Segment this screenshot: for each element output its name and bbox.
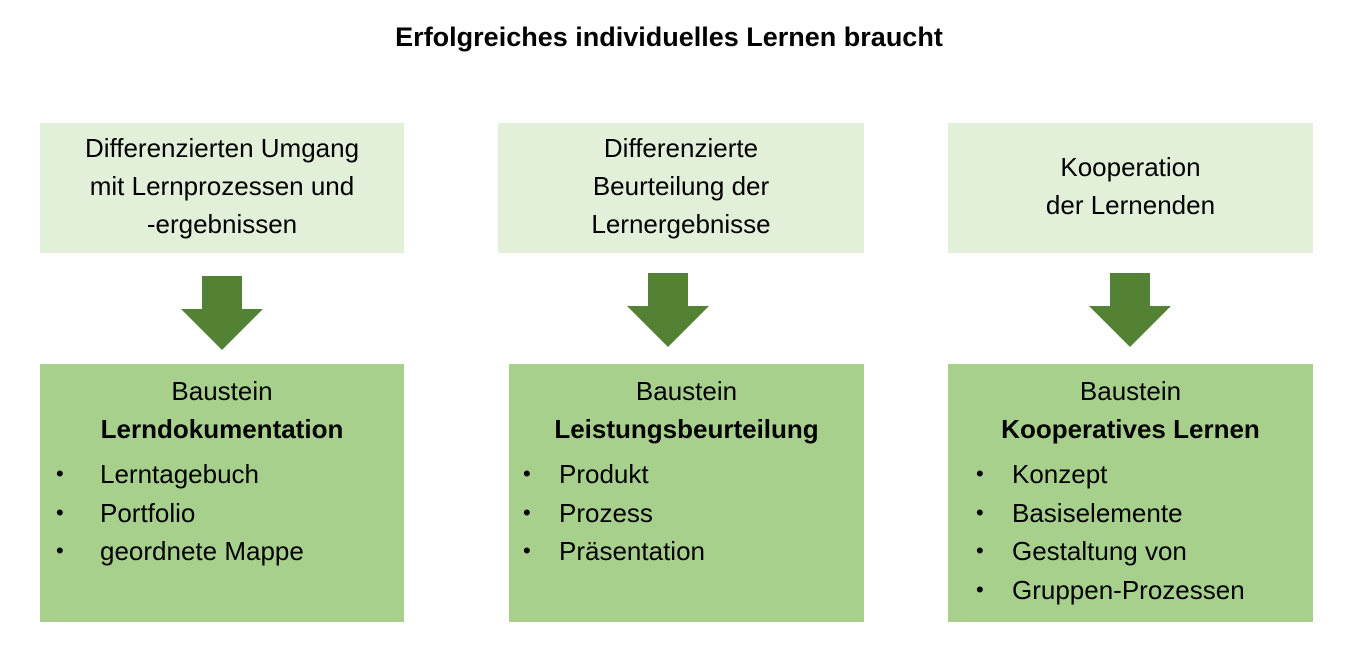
bullet-icon: •: [976, 576, 984, 602]
building-block-box-3: Baustein Kooperatives Lernen •Konzept •B…: [948, 364, 1313, 622]
bullet-icon: •: [523, 499, 531, 525]
block-list-3: •Konzept •Basiselemente •Gestaltung von …: [948, 455, 1313, 609]
block-name-1: Lerndokumentation: [100, 414, 344, 444]
bullet-icon: •: [976, 499, 984, 525]
list-item: •Konzept: [948, 455, 1313, 494]
bullet-icon: •: [523, 461, 531, 486]
list-item: •Produkt: [509, 455, 864, 494]
requirement-text-2: Differenzierte Beurteilung der Lernergeb…: [591, 133, 771, 239]
list-item: •Gestaltung von: [948, 532, 1313, 571]
list-item: •Gruppen-Prozessen: [948, 571, 1313, 610]
bullet-icon: •: [56, 538, 64, 563]
bullet-icon: •: [56, 499, 64, 525]
block-list-2: •Produkt •Prozess •Präsentation: [509, 455, 864, 571]
list-item: •Präsentation: [509, 532, 864, 571]
block-label-1: Baustein: [171, 376, 273, 406]
block-label-2: Baustein: [635, 376, 738, 406]
diagram-title: Erfolgreiches individuelles Lernen brauc…: [395, 22, 943, 52]
list-item: •geordnete Mappe: [40, 532, 404, 571]
bullet-icon: •: [56, 461, 64, 486]
block-name-3: Kooperatives Lernen: [1001, 414, 1260, 444]
requirement-box-3: Kooperation der Lernenden: [948, 123, 1313, 253]
down-arrow-icon-1: [181, 276, 263, 350]
block-list-1: •Lerntagebuch •Portfolio •geordnete Mapp…: [40, 455, 404, 571]
requirement-box-1: Differenzierten Umgang mit Lernprozessen…: [40, 123, 404, 253]
block-name-2: Leistungsbeurteilung: [554, 414, 819, 444]
list-item: •Basiselemente: [948, 494, 1313, 533]
bullet-icon: •: [523, 538, 531, 563]
building-block-box-1: Baustein Lerndokumentation •Lerntagebuch…: [40, 364, 404, 622]
list-item: •Prozess: [509, 494, 864, 533]
bullet-icon: •: [976, 461, 984, 486]
list-item: •Portfolio: [40, 494, 404, 533]
down-arrow-icon-3: [1089, 273, 1171, 347]
block-label-3: Baustein: [1079, 376, 1182, 406]
down-arrow-icon-2: [627, 273, 709, 347]
list-item: •Lerntagebuch: [40, 455, 404, 494]
requirement-box-2: Differenzierte Beurteilung der Lernergeb…: [498, 123, 864, 253]
building-block-box-2: Baustein Leistungsbeurteilung •Produkt •…: [509, 364, 864, 622]
requirement-text-3: Kooperation der Lernenden: [1045, 152, 1216, 220]
bullet-icon: •: [976, 538, 984, 563]
requirement-text-1: Differenzierten Umgang mit Lernprozessen…: [84, 133, 360, 239]
